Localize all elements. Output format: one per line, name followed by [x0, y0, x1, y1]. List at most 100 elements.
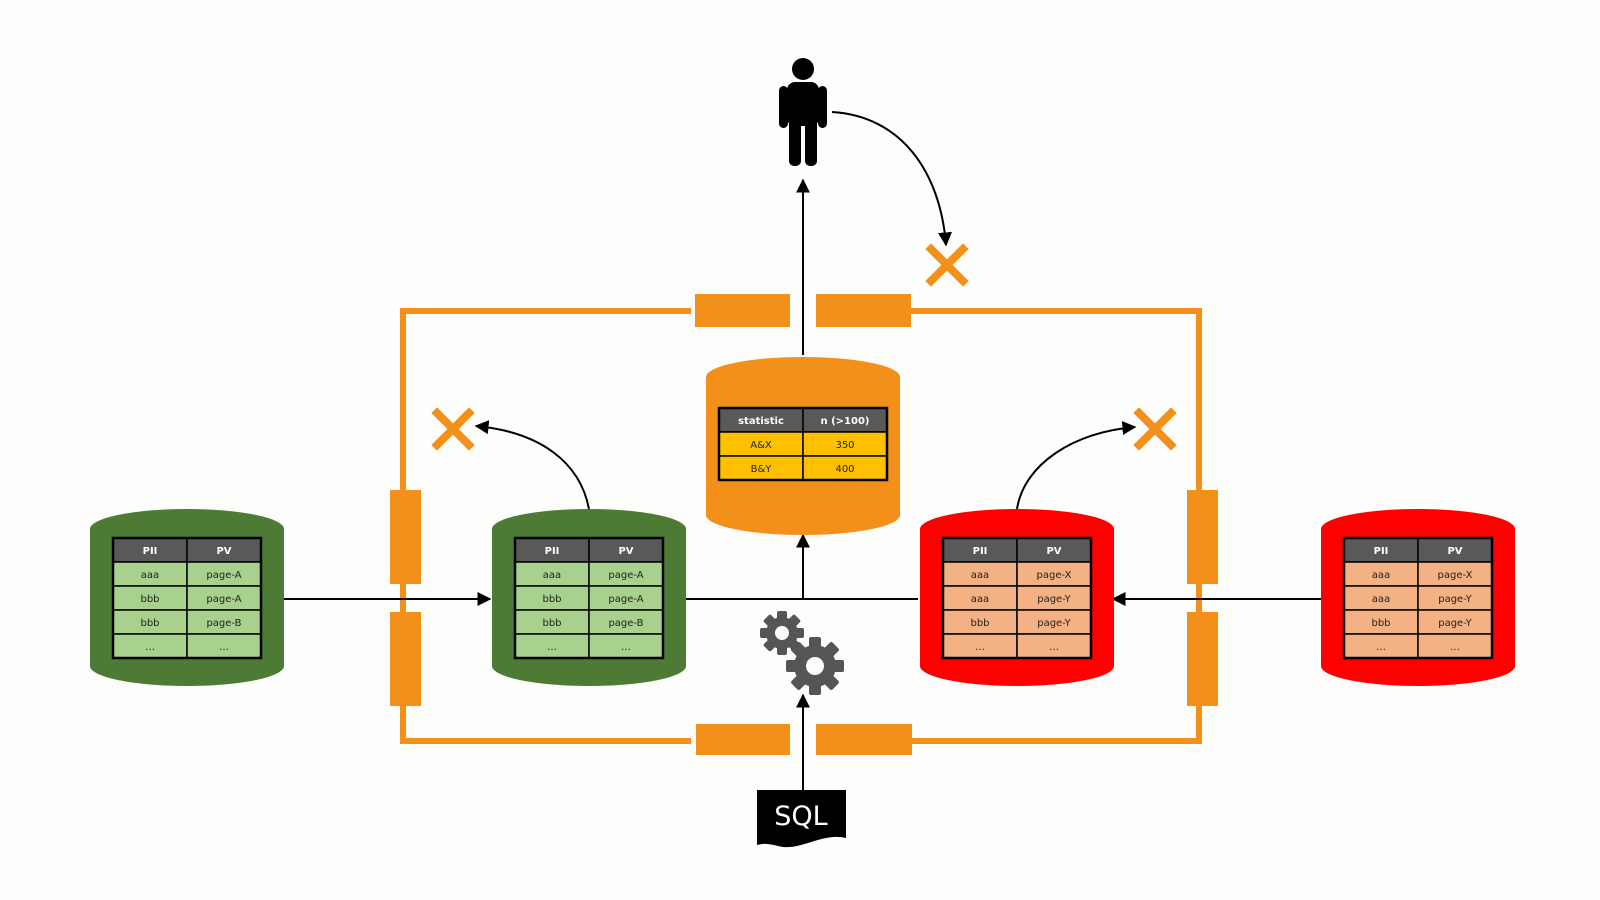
table-border: [1342, 536, 1494, 660]
table-cell: [1016, 609, 1092, 635]
cell-value: A&X: [750, 440, 772, 451]
table-cell: [942, 585, 1018, 611]
cell-value: bbb: [1371, 618, 1390, 629]
cell-value: page-A: [608, 570, 643, 581]
flow-connectors: [283, 111, 1322, 790]
table-border: [941, 536, 1093, 660]
database-source-green: PII PV aaa page-A bbb page-A bbb page-B … …: [90, 509, 284, 686]
cross-icon: [1133, 407, 1177, 451]
cell-value: bbb: [970, 618, 989, 629]
databases: PII PV aaa page-A bbb page-A bbb page-B … … PII PV a…: [90, 357, 1515, 686]
cell-value: page-B: [206, 618, 241, 629]
table-cell: [588, 585, 664, 611]
column-header: PV: [618, 546, 633, 557]
cell-value: page-A: [206, 570, 241, 581]
wall-segment-bottom-left: [696, 724, 790, 755]
table-border: [717, 406, 889, 482]
wall-segment-top-right: [816, 294, 911, 327]
table-border: [513, 536, 665, 660]
table-cell: [802, 431, 888, 457]
column-header: PV: [1046, 546, 1061, 557]
table-cell: [186, 561, 262, 587]
column-header: n (>100): [821, 416, 870, 427]
sql-label: SQL: [774, 801, 827, 832]
cell-value: aaa: [141, 570, 159, 581]
header-cell: [802, 407, 888, 433]
database-source-red: PII PV aaa page-X aaa page-Y bbb page-Y … …: [1321, 509, 1515, 686]
cell-value: aaa: [971, 594, 989, 605]
arrow-green-blocked: [474, 420, 590, 510]
column-header: PII: [143, 546, 158, 557]
wall-segment-right-upper: [1187, 490, 1218, 584]
cell-value: page-A: [206, 594, 241, 605]
table-cell: [718, 455, 804, 481]
cell-value: …: [219, 642, 229, 653]
column-header: statistic: [738, 416, 784, 427]
column-header: PII: [973, 546, 988, 557]
column-header: PV: [216, 546, 231, 557]
cell-value: B&Y: [751, 464, 773, 475]
wall-segment-top-left: [695, 294, 790, 327]
table-cell: [112, 585, 188, 611]
cell-value: bbb: [140, 594, 159, 605]
arrow-red-blocked: [1016, 421, 1137, 510]
cell-value: bbb: [140, 618, 159, 629]
cell-value: aaa: [1372, 570, 1390, 581]
cell-value: page-X: [1037, 570, 1072, 581]
column-header: PII: [1374, 546, 1389, 557]
arrow-person-blocked: [831, 111, 952, 247]
cell-value: …: [1450, 642, 1460, 653]
cell-value: page-Y: [1438, 618, 1472, 629]
cross-icon: [925, 243, 969, 287]
cell-value: aaa: [1372, 594, 1390, 605]
cell-value: bbb: [542, 618, 561, 629]
cell-value: …: [547, 642, 557, 653]
table-cell: [186, 609, 262, 635]
column-header: PV: [1447, 546, 1462, 557]
table-cell: [942, 633, 1018, 659]
cell-value: 350: [835, 440, 854, 451]
cell-value: bbb: [542, 594, 561, 605]
cell-value: page-A: [608, 594, 643, 605]
clean-room-boundary: [390, 294, 1218, 755]
data-table: PII PV aaa page-A bbb page-A bbb page-B … …: [111, 536, 263, 660]
cell-value: 400: [835, 464, 854, 475]
table-cell: [718, 431, 804, 457]
wall-segment-left-upper: [390, 490, 421, 584]
gears-icon: [760, 611, 844, 695]
table-cell: [588, 561, 664, 587]
cell-value: …: [621, 642, 631, 653]
header-cell: [588, 537, 664, 563]
wall-segment-right-lower: [1187, 612, 1218, 706]
table-cell: [1417, 609, 1493, 635]
cell-value: …: [1049, 642, 1059, 653]
cell-value: …: [975, 642, 985, 653]
wall-segment-left-lower: [390, 612, 421, 706]
header-cell: [112, 537, 188, 563]
table-cell: [588, 609, 664, 635]
cell-value: page-Y: [1037, 594, 1071, 605]
table-cell: [514, 561, 590, 587]
header-cell: [186, 537, 262, 563]
cell-value: …: [145, 642, 155, 653]
cell-value: page-B: [608, 618, 643, 629]
wall-segment-bottom-right: [816, 724, 912, 755]
cell-value: page-X: [1438, 570, 1473, 581]
cell-value: aaa: [971, 570, 989, 581]
table-cell: [186, 585, 262, 611]
table-cell: [1417, 633, 1493, 659]
person-icon: [779, 58, 827, 166]
table-border: [111, 536, 263, 660]
column-header: PII: [545, 546, 560, 557]
cell-value: …: [1376, 642, 1386, 653]
table-cell: [942, 609, 1018, 635]
cross-icon: [431, 407, 475, 451]
cell-value: page-Y: [1438, 594, 1472, 605]
